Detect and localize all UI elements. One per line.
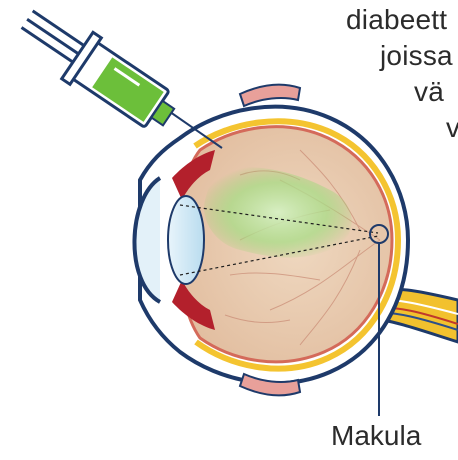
background-text-line-4: v: [446, 112, 458, 144]
background-text-line-2: joissa: [380, 40, 453, 72]
background-text-line-3: vä: [414, 76, 444, 108]
eye-cross-section-icon: [134, 85, 408, 396]
muscle-top: [240, 85, 300, 106]
macula-label: Makula: [331, 420, 421, 452]
background-text-line-1: diabeett: [346, 4, 447, 36]
syringe-icon: [10, 0, 222, 148]
